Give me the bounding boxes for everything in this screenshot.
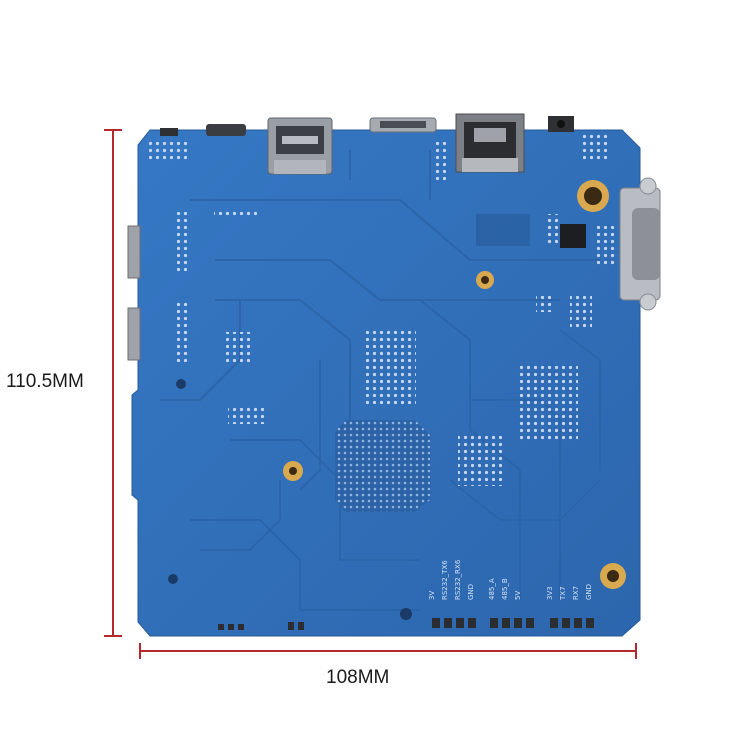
silk-label: GND [467, 584, 475, 600]
soc-ball-grid [335, 420, 430, 512]
silk-label: 485_A [488, 578, 496, 600]
silk-label: 485_B [501, 578, 509, 600]
ethernet-connector [455, 113, 525, 173]
silk-label: 3V [428, 591, 436, 600]
mounting-holes [168, 180, 626, 620]
silk-label: 3V3 [546, 586, 554, 600]
width-dimension-line [139, 643, 637, 659]
header-silkscreen-labels: 3V RS232_TX6 RS232_RX6 GND 485_A 485_B 5… [428, 559, 593, 601]
smd-components [148, 132, 618, 486]
usb-connector [267, 117, 333, 175]
height-dimension-line [104, 129, 122, 637]
micro-usb-connector [206, 124, 246, 136]
ic-chips [476, 214, 586, 248]
pcb-traces [160, 150, 601, 611]
small-header-top-left [160, 128, 178, 136]
bottom-headers [218, 618, 594, 630]
silk-label: RX7 [572, 586, 580, 600]
silk-label: 5V [514, 591, 522, 600]
width-dimension-label: 108MM [326, 667, 390, 688]
serial-db9-connector [619, 177, 661, 311]
audio-jack [548, 116, 574, 132]
silk-label: RS232_RX6 [454, 559, 462, 600]
left-side-connectors [127, 225, 141, 361]
hdmi-connector [369, 117, 437, 133]
silk-label: GND [585, 584, 593, 600]
silk-label: TX7 [559, 586, 567, 601]
silk-label: RS232_TX6 [441, 560, 449, 600]
height-dimension-label: 110.5MM [6, 371, 84, 392]
